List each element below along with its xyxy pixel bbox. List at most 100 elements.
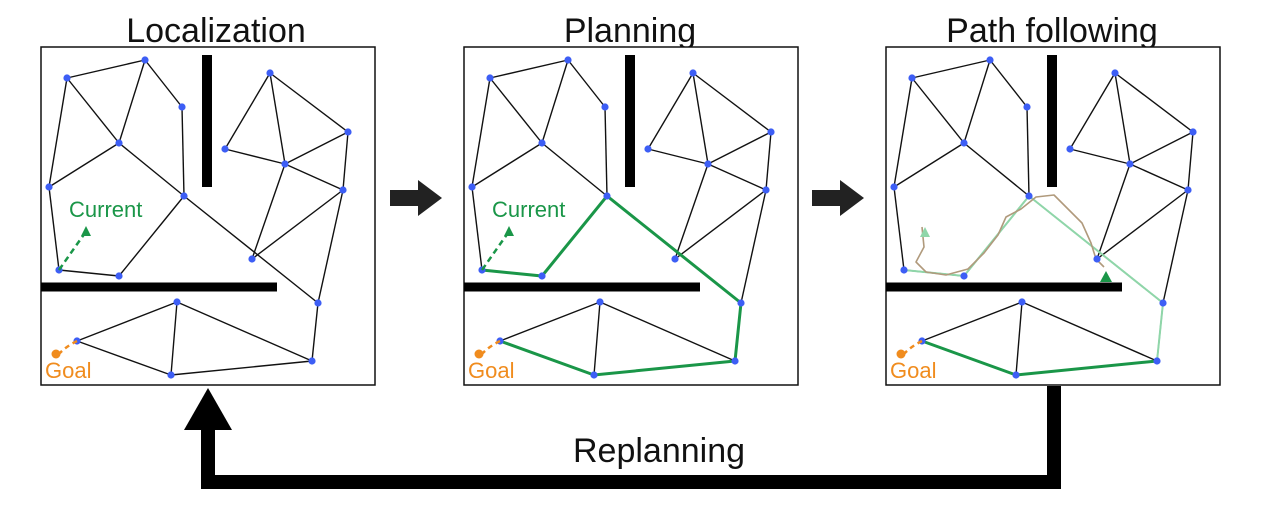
graph-edge [1021, 301, 1158, 362]
graph-edge [251, 163, 286, 260]
graph-edge [317, 189, 344, 304]
graph-edge [893, 77, 913, 188]
robot-marker-icon [1100, 271, 1112, 282]
graph-edge [604, 106, 608, 197]
graph-edge [284, 163, 344, 191]
graph-edge [647, 72, 694, 150]
graph-edge [593, 301, 601, 376]
graph-edge [170, 301, 178, 376]
graph-node [596, 298, 604, 306]
current-marker-icon [504, 226, 514, 236]
graph-node [248, 255, 256, 263]
graph-node [1066, 145, 1074, 153]
graph-node [538, 272, 546, 280]
goal-label: Goal [45, 358, 91, 383]
graph-edge [489, 59, 569, 79]
start-marker-icon [920, 227, 930, 237]
graph-edge [647, 148, 709, 165]
localization-title: Localization [126, 12, 306, 50]
graph-edge [707, 163, 767, 191]
graph-edge [144, 59, 183, 108]
graph-node [900, 266, 908, 274]
graph-edge [66, 77, 120, 144]
graph-edge [471, 142, 543, 188]
goal-label: Goal [468, 358, 514, 383]
graph-node [1093, 255, 1101, 263]
graph-node [689, 69, 697, 77]
graph-edge [921, 301, 1023, 342]
graph-node [173, 298, 181, 306]
graph-edge [224, 148, 286, 165]
graph-node [1023, 103, 1031, 111]
graph-edge [1069, 148, 1131, 165]
graph-edge [269, 72, 286, 165]
graph-node [590, 371, 598, 379]
graph-node [1126, 160, 1134, 168]
graph-node [1184, 186, 1192, 194]
graph-node [731, 357, 739, 365]
graph-node [890, 183, 898, 191]
graph-edge [541, 59, 569, 144]
graph-edge [183, 195, 319, 304]
graph-edge [66, 59, 146, 79]
path-following-panel: Goal [885, 46, 1221, 386]
graph-edge [1187, 131, 1194, 191]
graph-node [178, 103, 186, 111]
graph-edge [311, 302, 319, 362]
graph-edge [499, 301, 601, 342]
graph-edge [118, 195, 185, 277]
graph-node [644, 145, 652, 153]
graph-edge [118, 59, 146, 144]
graph-edge [224, 72, 271, 150]
graph-node [308, 357, 316, 365]
replanning-arrowhead-icon [184, 388, 232, 430]
graph-edge [471, 186, 483, 271]
graph-edge [58, 269, 120, 277]
goal-marker-icon [51, 349, 61, 359]
graph-edge [1096, 189, 1189, 260]
graph-edge [541, 142, 608, 197]
graph-node [339, 186, 347, 194]
graph-edge [1114, 72, 1131, 165]
graph-edge [48, 186, 60, 271]
graph-edge [740, 189, 767, 304]
graph-edge [1162, 189, 1189, 304]
graph-edge [599, 301, 736, 362]
graph-node [1111, 69, 1119, 77]
graph-edge [567, 59, 606, 108]
graph-node [167, 371, 175, 379]
graph-node [1189, 128, 1197, 136]
graph-node [960, 139, 968, 147]
graph-node [762, 186, 770, 194]
graph-edge [1129, 163, 1189, 191]
graph-node [486, 74, 494, 82]
current-marker-icon [81, 226, 91, 236]
graph-node [538, 139, 546, 147]
graph-node [281, 160, 289, 168]
graph-edge [170, 360, 313, 376]
goal-marker-icon [896, 349, 906, 359]
replanning-label: Replanning [573, 432, 745, 470]
graph-edge [765, 131, 772, 191]
graph-edge [76, 301, 178, 342]
graph-edge [674, 163, 709, 260]
graph-node [115, 139, 123, 147]
graph-edge [76, 340, 172, 376]
graph-edge [893, 186, 905, 271]
graph-edge [674, 189, 767, 260]
graph-edge [284, 131, 349, 165]
graph-node [564, 56, 572, 64]
graph-edge [342, 131, 349, 191]
graph-edge [48, 142, 120, 188]
graph-node [704, 160, 712, 168]
flow-arrow-icon [812, 180, 864, 216]
graph-edge [269, 72, 349, 133]
graph-edge [692, 72, 772, 133]
graph-edge [181, 106, 185, 197]
graph-node [960, 272, 968, 280]
graph-node [1025, 192, 1033, 200]
goal-marker-icon [474, 349, 484, 359]
